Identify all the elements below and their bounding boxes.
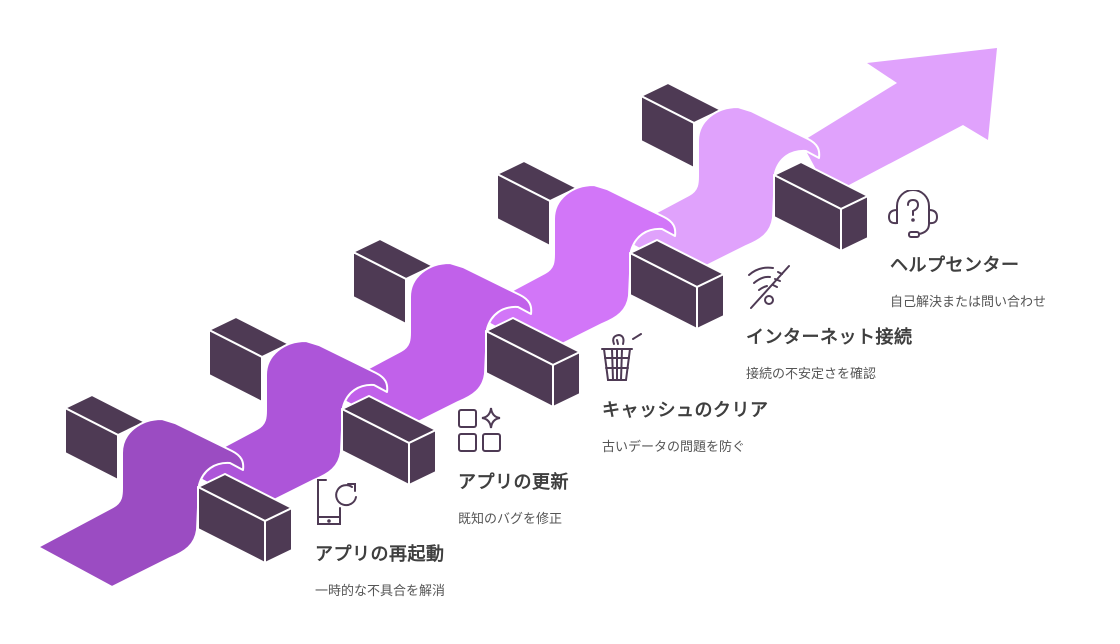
step-title: キャッシュのクリア xyxy=(602,400,769,421)
back-block-face xyxy=(640,95,695,169)
ribbon-segment xyxy=(181,340,389,510)
step-segment-3 xyxy=(469,160,725,354)
back-block-face xyxy=(352,251,407,325)
wifi-off-icon xyxy=(748,265,790,309)
step-update-app: アプリの更新 既知のバグを修正 xyxy=(458,468,569,527)
apps-sparkle-icon xyxy=(458,407,501,452)
ribbon-segment xyxy=(469,184,677,354)
step-segment-4 xyxy=(613,48,997,276)
front-block-face xyxy=(408,429,437,486)
step-subtitle: 一時的な不具合を解消 xyxy=(315,584,446,599)
step-segment-0 xyxy=(37,394,293,588)
step-subtitle: 既知のバグを修正 xyxy=(458,512,563,527)
step-clear-cache: キャッシュのクリア 古いデータの問題を防ぐ xyxy=(602,396,769,455)
front-block-face xyxy=(264,507,293,564)
back-block-face xyxy=(208,329,263,403)
step-subtitle: 接続の不安定さを確認 xyxy=(746,367,877,382)
step-subtitle: 自己解決または問い合わせ xyxy=(890,295,1047,310)
step-internet-connection: インターネット接続 接続の不安定さを確認 xyxy=(746,323,913,382)
step-help-center: ヘルプセンター 自己解決または問い合わせ xyxy=(890,251,1046,310)
step-title: アプリの再起動 xyxy=(315,544,445,565)
step-title: アプリの更新 xyxy=(458,472,569,493)
step-segment-2 xyxy=(325,238,581,432)
back-block-face xyxy=(64,407,119,481)
front-block-face xyxy=(552,351,581,408)
phone-refresh-icon xyxy=(317,479,357,525)
ribbon-segment xyxy=(37,418,245,588)
step-segment-1 xyxy=(181,316,437,510)
front-block-face xyxy=(696,273,725,330)
headset-help-icon xyxy=(887,190,939,238)
trash-basket-icon xyxy=(601,333,642,381)
step-title: インターネット接続 xyxy=(746,327,913,348)
back-block-face xyxy=(496,173,551,247)
arrow-head xyxy=(806,48,997,195)
front-block-face xyxy=(840,195,869,252)
ribbon-segment xyxy=(613,106,821,276)
step-subtitle: 古いデータの問題を防ぐ xyxy=(602,440,746,455)
ribbon-segment xyxy=(325,262,533,432)
step-title: ヘルプセンター xyxy=(890,255,1020,276)
step-restart-app: アプリの再起動 一時的な不具合を解消 xyxy=(315,540,445,599)
